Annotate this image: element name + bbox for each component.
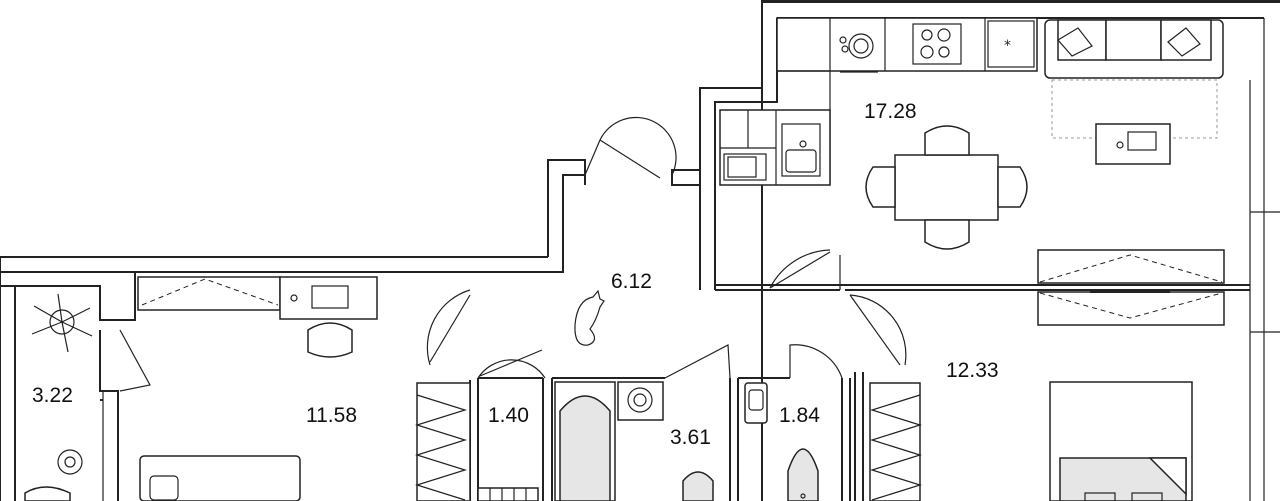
room-area-wardrobe: 1.40 <box>488 404 529 427</box>
room-area-bathroom: 3.61 <box>670 426 711 449</box>
room-area-bedroom-1: 11.58 <box>306 404 357 427</box>
room-area-loggia: 3.22 <box>32 384 73 407</box>
doors <box>119 116 907 392</box>
bedroom-1-furniture <box>137 276 378 501</box>
svg-text:*: * <box>1004 38 1011 54</box>
kitchen-counter: * <box>719 17 1038 186</box>
sofa <box>1044 19 1224 139</box>
room-area-living-kitchen: 17.28 <box>864 100 917 123</box>
toilet-fixtures <box>744 382 819 501</box>
plant-icon <box>31 293 93 353</box>
dining-table <box>865 125 1028 250</box>
laptop-table <box>1095 123 1171 165</box>
bathroom-fixtures <box>554 381 714 501</box>
room-area-bedroom-2: 12.33 <box>946 359 999 382</box>
room-area-hallway: 6.12 <box>611 270 652 293</box>
cabinet-with-sliding-doors <box>1037 249 1225 326</box>
loggia-furniture <box>24 293 93 501</box>
bedroom-2-furniture <box>1049 381 1193 501</box>
interior-walls <box>469 284 1250 501</box>
shelving <box>414 382 923 501</box>
dog-icon <box>574 289 605 346</box>
room-area-toilet: 1.84 <box>779 404 820 427</box>
